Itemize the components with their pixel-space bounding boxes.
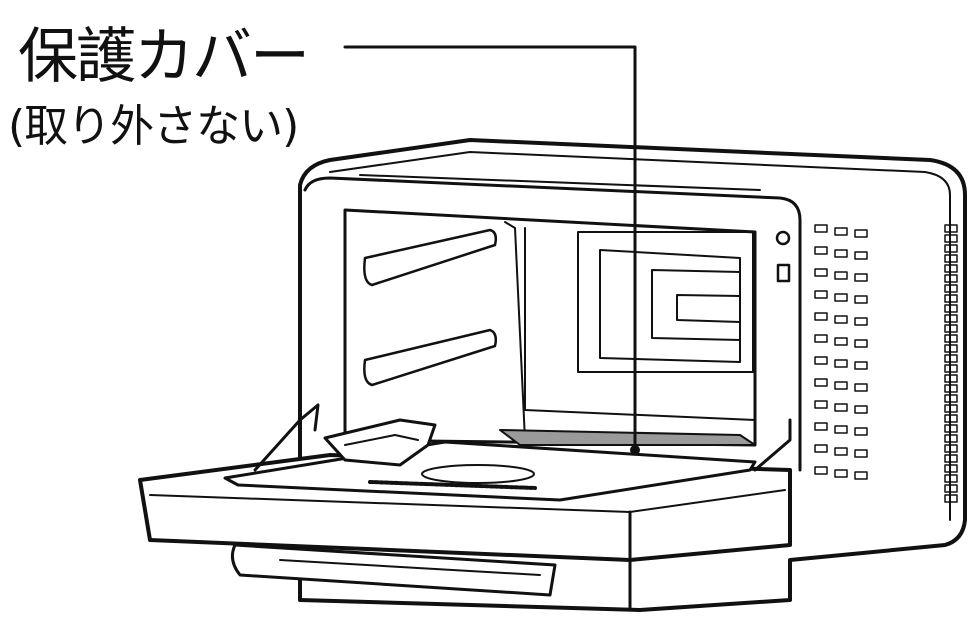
vent-slot — [944, 374, 958, 383]
vent-slot — [854, 273, 868, 282]
vent-slot — [814, 334, 828, 343]
vent-slot — [944, 494, 958, 503]
vent-slot — [944, 294, 958, 303]
vent-slot — [854, 449, 868, 458]
vent-slot — [834, 249, 848, 258]
callout-dot — [630, 445, 640, 455]
vent-slot — [854, 295, 868, 304]
vent-slot — [854, 339, 868, 348]
vent-slot — [834, 403, 848, 412]
vent-slot — [944, 284, 958, 293]
vent-slot — [814, 422, 828, 431]
vent-slot — [834, 447, 848, 456]
vent-slot — [944, 254, 958, 263]
callout-label: 保護カバー — [18, 22, 310, 92]
vent-slot — [944, 344, 958, 353]
vent-slot — [944, 314, 958, 323]
vent-slot — [814, 444, 828, 453]
vent-slot — [944, 244, 958, 253]
vent-slot — [854, 229, 868, 238]
vent-slot — [834, 425, 848, 434]
oven-top-panel — [329, 151, 951, 521]
back-wall-panel — [577, 231, 754, 373]
vent-slot — [814, 356, 828, 365]
vent-slot — [814, 312, 828, 321]
vent-slot — [944, 474, 958, 483]
vent-slot — [854, 471, 868, 480]
vent-slot — [814, 466, 828, 475]
vent-slot — [834, 293, 848, 302]
vent-slot — [944, 364, 958, 373]
vent-slot — [854, 383, 868, 392]
vent-slot — [944, 224, 958, 233]
small-dish — [323, 418, 437, 467]
vent-slot — [814, 290, 828, 299]
vent-slot — [944, 264, 958, 273]
vent-slot — [944, 454, 958, 463]
vent-slot — [834, 315, 848, 324]
vent-slot — [834, 271, 848, 280]
vent-slot — [944, 434, 958, 443]
vent-slot — [944, 234, 958, 243]
vent-slot — [814, 378, 828, 387]
vent-slot — [814, 246, 828, 255]
vent-slot — [834, 227, 848, 236]
vent-slot — [944, 404, 958, 413]
vent-slot — [944, 394, 958, 403]
hinge-left — [253, 403, 320, 472]
vent-slot — [854, 361, 868, 370]
vent-slot — [944, 444, 958, 453]
vent-slot — [944, 304, 958, 313]
vent-slot — [854, 251, 868, 260]
vent-slot — [944, 334, 958, 343]
vent-slot — [944, 414, 958, 423]
oven-cavity — [343, 208, 757, 447]
vent-slot — [854, 405, 868, 414]
vent-slot — [944, 424, 958, 433]
vent-slot — [944, 484, 958, 493]
vent-slot — [834, 469, 848, 478]
shelf-rail-upper — [363, 228, 498, 287]
vent-slot — [944, 274, 958, 283]
callout-leader-line — [343, 45, 637, 452]
protective-cover — [499, 429, 756, 446]
vent-slot — [814, 400, 828, 409]
vent-slot — [814, 224, 828, 233]
vent-slot — [834, 337, 848, 346]
oven-front-frame — [303, 176, 802, 472]
callout-note: (取り外さない) — [8, 101, 299, 152]
oven-body — [298, 138, 967, 612]
side-vents — [814, 224, 958, 503]
hinge-right — [753, 418, 792, 472]
tray-circle — [421, 464, 535, 484]
vent-slot — [944, 464, 958, 473]
vent-slot — [854, 427, 868, 436]
indicator-icon — [776, 263, 791, 283]
power-icon — [775, 230, 791, 246]
vent-slot — [944, 324, 958, 333]
shelf-rail-lower — [363, 328, 498, 387]
door-handle — [230, 543, 557, 597]
vent-slot — [834, 359, 848, 368]
vent-slot — [814, 268, 828, 277]
vent-slot — [944, 354, 958, 363]
vent-slot — [854, 317, 868, 326]
vent-slot — [834, 381, 848, 390]
vent-slot — [944, 384, 958, 393]
